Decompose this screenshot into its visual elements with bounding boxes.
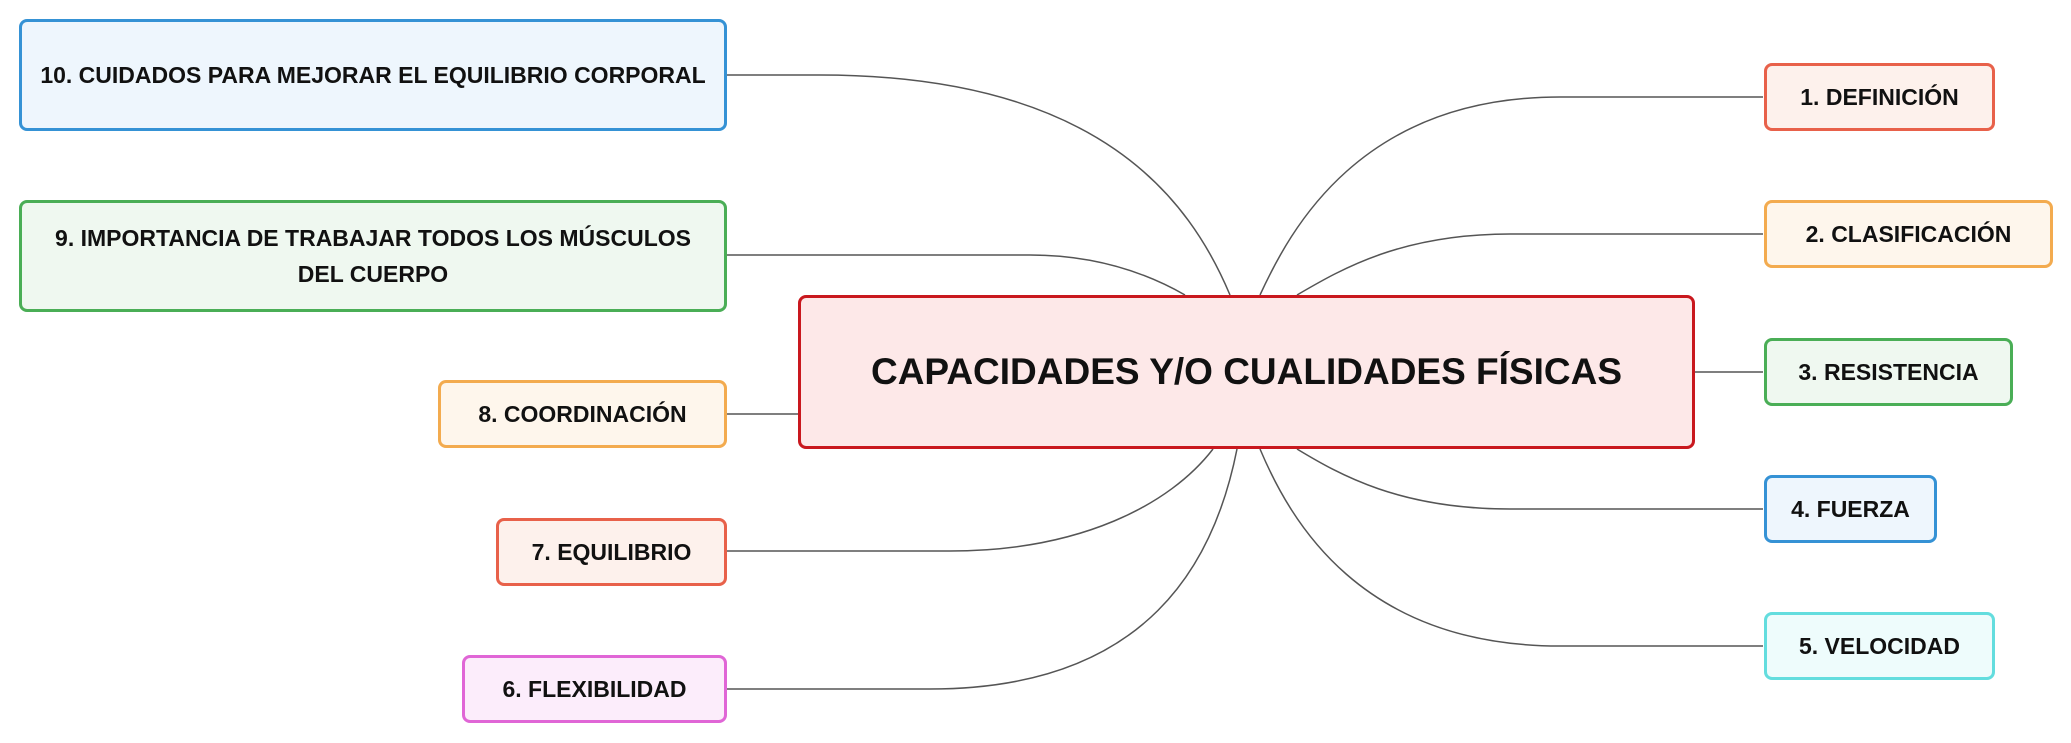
branch-flexibilidad[interactable]: 6. FLEXIBILIDAD [462,655,727,723]
branch-definicion[interactable]: 1. DEFINICIÓN [1764,63,1995,131]
connector-10 [727,74,1231,296]
branch-coordinacion[interactable]: 8. COORDINACIÓN [438,380,727,448]
branch-equilibrio[interactable]: 7. EQUILIBRIO [496,518,727,586]
connector-7 [727,448,1214,552]
branch-importancia-trabajar-musculos[interactable]: 9. IMPORTANCIA DE TRABAJAR TODOS LOS MÚS… [19,200,727,312]
connector-6 [727,448,1238,690]
connector-9 [727,254,1186,296]
branch-fuerza[interactable]: 4. FUERZA [1764,475,1937,543]
branch-clasificacion[interactable]: 2. CLASIFICACIÓN [1764,200,2053,268]
connector-5 [1259,448,1763,647]
central-topic[interactable]: CAPACIDADES Y/O CUALIDADES FÍSICAS [798,295,1695,449]
branch-cuidados-equilibrio-corporal[interactable]: 10. CUIDADOS PARA MEJORAR EL EQUILIBRIO … [19,19,727,131]
connector-4 [1296,448,1763,510]
branch-velocidad[interactable]: 5. VELOCIDAD [1764,612,1995,680]
branch-resistencia[interactable]: 3. RESISTENCIA [1764,338,2013,406]
connector-1 [1259,96,1763,296]
connector-2 [1296,233,1763,296]
